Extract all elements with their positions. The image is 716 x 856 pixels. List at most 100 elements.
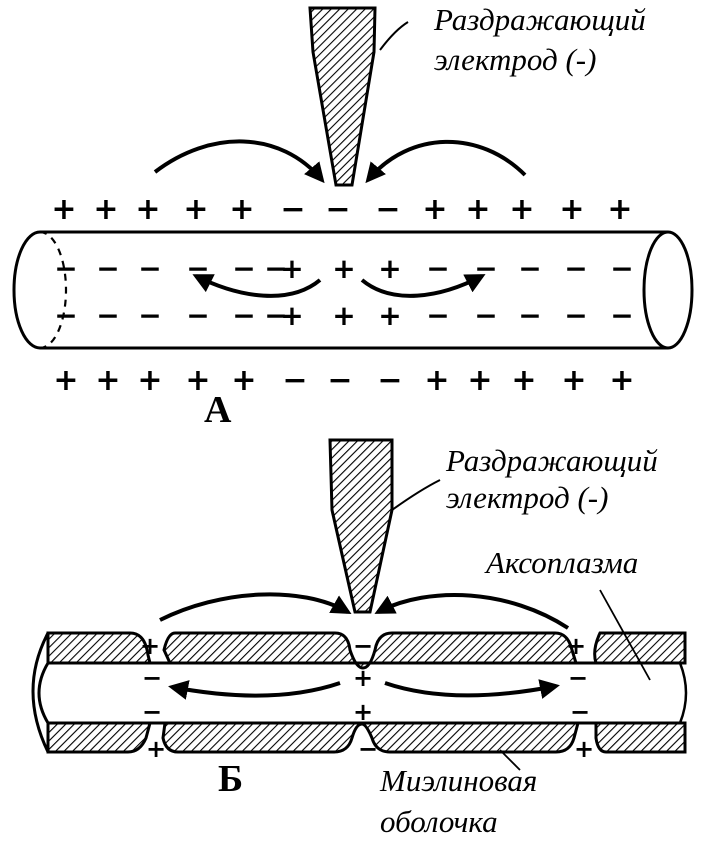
inner-charges-row2-a: −−−−−−+++−−−−− (54, 299, 633, 332)
charge-sign: − (138, 299, 161, 332)
charge-sign: − (54, 299, 77, 332)
stimulating-electrode-b (328, 438, 394, 614)
inner-charges-row2-b: − + − (142, 698, 590, 726)
myelin-sheath-top (162, 631, 579, 670)
charge-sign: − (142, 664, 162, 692)
axoplasm-label: Аксоплазма (486, 545, 639, 580)
charge-sign: − (186, 299, 209, 332)
electrode-leader-line-b (391, 479, 441, 511)
unmyelinated-fiber (12, 230, 694, 350)
charge-sign: + (93, 192, 118, 227)
charge-sign: − (96, 252, 119, 285)
charge-sign: − (426, 299, 449, 332)
charge-sign: + (509, 192, 534, 227)
charge-sign: + (332, 299, 355, 332)
inner-charges-row1-b: − + − (142, 664, 588, 692)
field-arrow-right-b (374, 593, 570, 630)
charge-sign: + (280, 299, 303, 332)
charge-sign: − (282, 363, 307, 398)
charge-sign: + (465, 192, 490, 227)
axoplasm-leader-line (599, 589, 651, 681)
charge-sign: + (566, 632, 586, 660)
charge-sign: − (353, 632, 373, 660)
charge-sign: − (327, 363, 352, 398)
local-current-arrow-left-a (192, 274, 322, 298)
charge-sign: + (353, 664, 373, 692)
charge-sign: + (140, 632, 160, 660)
myelinated-axon (31, 632, 688, 753)
charge-sign: − (358, 735, 378, 763)
charge-sign: + (53, 363, 78, 398)
local-current-arrow-right-b (384, 679, 560, 699)
charge-sign: + (378, 252, 401, 285)
panel-b: + − + − + − − + − + − + (31, 438, 688, 771)
local-current-arrow-right-a (360, 274, 486, 298)
charge-sign: − (518, 252, 541, 285)
charge-sign: + (231, 363, 256, 398)
charge-sign: + (559, 192, 584, 227)
charge-sign: − (232, 252, 255, 285)
charge-sign: − (474, 299, 497, 332)
charge-sign: − (138, 252, 161, 285)
panel-a: +++++−−−+++++ −−−−−−+++−−−−− −−−−−−+++−−… (12, 6, 694, 398)
charge-sign: − (610, 252, 633, 285)
charge-sign: + (607, 192, 632, 227)
charge-sign: + (183, 192, 208, 227)
electrode-leader-line-a (379, 21, 409, 51)
local-current-arrow-left-b (168, 680, 341, 700)
charge-sign: + (422, 192, 447, 227)
charge-sign: + (95, 363, 120, 398)
charge-sign: − (564, 299, 587, 332)
charge-sign: + (280, 252, 303, 285)
charge-sign: − (518, 299, 541, 332)
charge-sign: − (570, 698, 590, 726)
charge-sign: − (96, 299, 119, 332)
charge-sign: + (424, 363, 449, 398)
charge-sign: + (229, 192, 254, 227)
outer-charges-bottom-a: +++++−−−+++++ (53, 363, 634, 398)
charge-sign: − (142, 698, 162, 726)
outer-charges-top-a: +++++−−−+++++ (51, 192, 632, 227)
myelin-sheath-bottom (46, 721, 152, 754)
panel-a-letter: А (204, 389, 232, 431)
charge-sign: − (564, 252, 587, 285)
myelin-sheath-top (46, 631, 152, 665)
charge-sign: − (264, 252, 287, 285)
charge-sign: + (137, 363, 162, 398)
inner-charges-row1-a: −−−−−−+++−−−−− (54, 252, 633, 285)
charge-sign: − (325, 192, 350, 227)
charge-sign: − (232, 299, 255, 332)
electrode-label-a-line1: Раздражающий (434, 2, 646, 37)
electrode-label-b-line2: электрод (-) (446, 480, 609, 515)
myelin-leader-line (499, 749, 521, 771)
charge-sign: + (511, 363, 536, 398)
panel-b-letter: Б (218, 758, 244, 800)
charge-sign: − (186, 252, 209, 285)
field-arrow-left-b (159, 592, 352, 622)
charge-sign: + (332, 252, 355, 285)
charge-sign: + (51, 192, 76, 227)
charge-sign: + (185, 363, 210, 398)
charge-sign: − (54, 252, 77, 285)
charge-sign: − (375, 192, 400, 227)
charge-sign: + (135, 192, 160, 227)
stimulating-electrode-a (308, 6, 377, 187)
charge-sign: + (467, 363, 492, 398)
charge-sign: − (264, 299, 287, 332)
charge-sign: − (280, 192, 305, 227)
charge-sign: + (353, 698, 373, 726)
electrode-label-b-line1: Раздражающий (446, 443, 658, 478)
charge-sign: − (610, 299, 633, 332)
charge-sign: + (574, 735, 594, 763)
electrode-label-a-line2: электрод (-) (434, 42, 597, 77)
node-charges-bottom-b: +−+ (146, 735, 594, 763)
charge-sign: + (609, 363, 634, 398)
charge-sign: − (426, 252, 449, 285)
field-arrow-left-a (153, 139, 325, 184)
myelin-sheath-bottom (594, 721, 687, 754)
charge-sign: − (377, 363, 402, 398)
charge-sign: − (568, 664, 588, 692)
myelin-label-line1: Миэлиновая (380, 763, 538, 798)
